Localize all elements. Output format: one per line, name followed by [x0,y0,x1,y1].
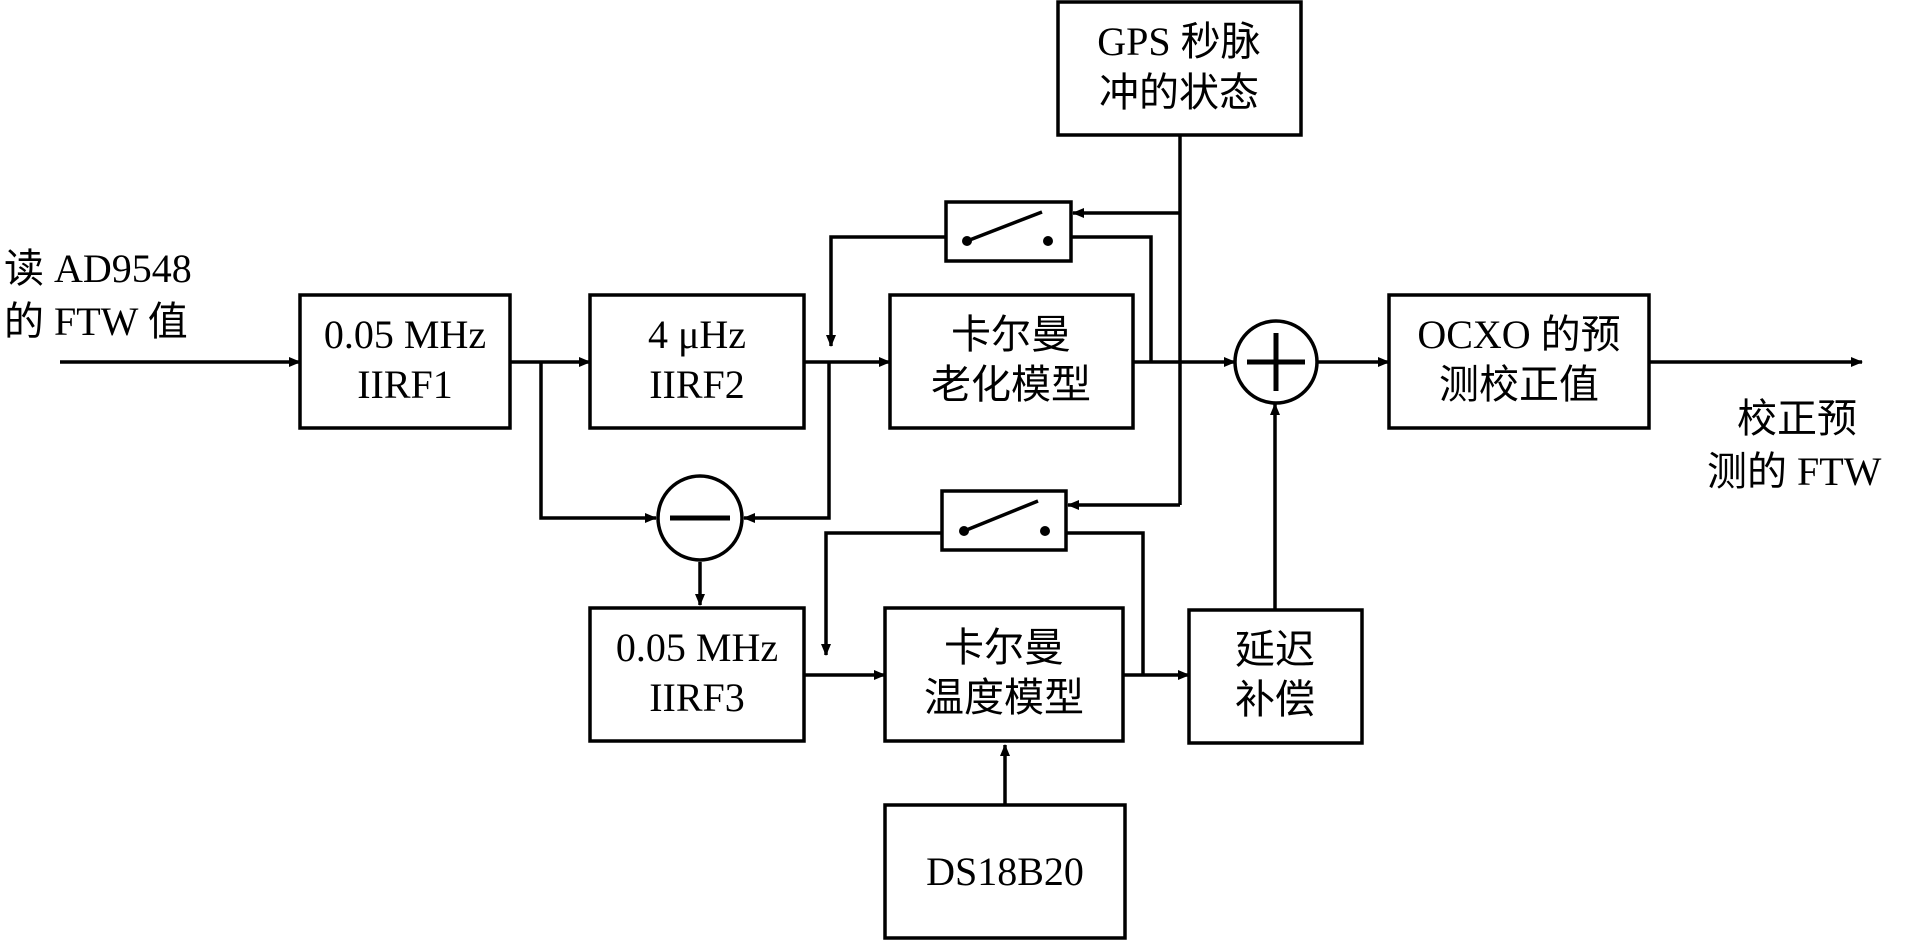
block-iirf1-line2: IIRF1 [357,362,453,407]
output-label-line2: 测的 FTW [1707,449,1882,494]
block-ocxo-correction-line2: 测校正值 [1439,362,1599,407]
aging-switch [944,200,1073,263]
adder-junction [1233,319,1319,405]
block-temperature-model-line2: 温度模型 [924,675,1084,720]
block-iirf1: 0.05 MHz IIRF1 [298,293,512,430]
signal-wires [60,135,1863,805]
temperature-switch [940,489,1068,552]
block-iirf3-line2: IIRF3 [649,675,745,720]
block-iirf2-line2: IIRF2 [649,362,745,407]
block-iirf1-line1: 0.05 MHz [324,312,486,357]
input-label-line2: 的 FTW 值 [4,299,188,344]
block-iirf2-line1: 4 μHz [648,312,746,357]
block-iirf3: 0.05 MHz IIRF3 [588,606,806,743]
block-temperature-model: 卡尔曼 温度模型 [883,606,1125,743]
block-ds18b20-sensor: DS18B20 [883,803,1127,940]
output-label-line1: 校正预 [1737,396,1857,441]
block-ocxo-correction-line1: OCXO 的预 [1417,312,1620,357]
block-delay-compensation-line1: 延迟 [1235,627,1315,672]
block-ocxo-correction: OCXO 的预 测校正值 [1387,293,1651,430]
output-label: 校正预 测的 FTW [1707,396,1882,494]
block-aging-model: 卡尔曼 老化模型 [888,293,1135,430]
subtractor-junction [656,474,744,562]
block-gps-pps-line1: GPS 秒脉 [1097,19,1260,64]
block-aging-model-line2: 老化模型 [931,362,1091,407]
block-gps-pps-line2: 冲的状态 [1099,70,1259,115]
block-delay-compensation-line2: 补偿 [1235,677,1315,722]
block-gps-pps: GPS 秒脉 冲的状态 [1056,0,1303,137]
input-label: 读 AD9548 的 FTW 值 [4,246,192,344]
block-aging-model-line1: 卡尔曼 [951,312,1071,357]
block-delay-compensation: 延迟 补偿 [1187,608,1364,745]
block-ds18b20-label: DS18B20 [926,849,1084,894]
block-iirf3-line1: 0.05 MHz [616,625,778,670]
block-iirf2: 4 μHz IIRF2 [588,293,806,430]
block-temperature-model-line1: 卡尔曼 [944,625,1064,670]
input-label-line1: 读 AD9548 [4,246,192,291]
